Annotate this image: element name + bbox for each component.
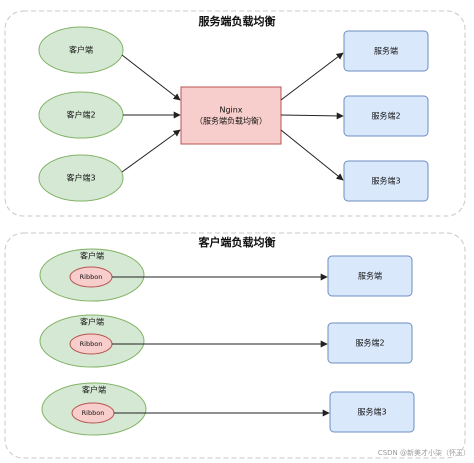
nginx-label: Nginx xyxy=(219,106,242,115)
rb-server-node-2 xyxy=(327,322,413,364)
watermark: CSDN @新美才小柒（怀玉） xyxy=(378,448,470,457)
client-lb-title: 客户端负载均衡 xyxy=(198,235,276,249)
server-label-3: 服务端3 xyxy=(371,176,400,186)
rb-server-label-2: 服务端2 xyxy=(355,338,384,348)
nginx-sublabel: （服务端负载均衡） xyxy=(195,116,267,126)
rb-client-label-2: 客户端 xyxy=(80,317,104,327)
nginx-node xyxy=(180,86,282,145)
ribbon-label-1: Ribbon xyxy=(80,273,103,281)
client-label-2: 客户端2 xyxy=(66,110,95,120)
server-label-1: 服务端 xyxy=(374,46,398,56)
arrow-nginx-server3 xyxy=(280,129,344,181)
rb-server-label-3: 服务端3 xyxy=(357,407,386,417)
server-lb-title: 服务端负载均衡 xyxy=(199,14,276,28)
rb-server-label-1: 服务端 xyxy=(358,271,382,281)
ribbon-label-2: Ribbon xyxy=(80,340,103,348)
client-node-1 xyxy=(38,26,124,74)
ribbon-label-3: Ribbon xyxy=(82,409,105,417)
rb-server-node-3 xyxy=(329,391,415,433)
arrow-nginx-server2 xyxy=(280,112,344,120)
arrow-client1-nginx xyxy=(121,54,181,101)
server-node-1 xyxy=(343,30,429,72)
server-label-2: 服务端2 xyxy=(371,111,400,121)
rb-client-label-1: 客户端 xyxy=(80,251,104,261)
client-label-1: 客户端 xyxy=(69,45,93,55)
arrow-client3-nginx xyxy=(121,129,181,173)
rb-server-node-1 xyxy=(327,255,413,297)
rb-client-label-3: 客户端 xyxy=(82,385,106,395)
server-node-2 xyxy=(343,95,429,137)
client-label-3: 客户端3 xyxy=(66,173,95,183)
server-node-3 xyxy=(343,160,429,202)
arrow-nginx-server1 xyxy=(280,52,344,101)
client-node-3 xyxy=(38,154,124,202)
